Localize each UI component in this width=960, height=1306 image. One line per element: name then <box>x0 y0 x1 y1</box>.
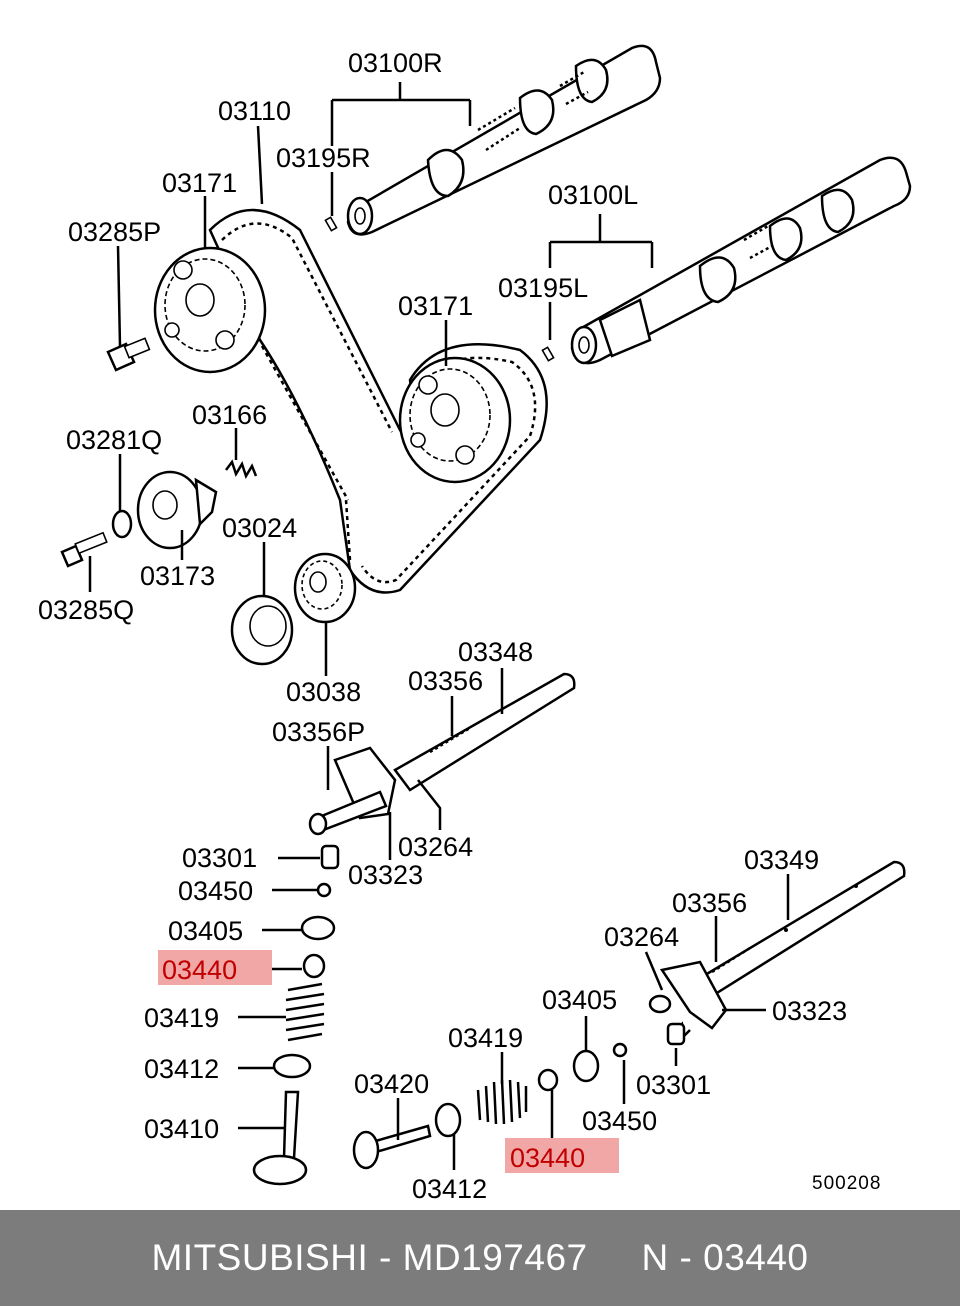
footer-bar: MITSUBISHI - MD197467 N - 03440 <box>0 1210 960 1306</box>
label-03405-left: 03405 <box>168 916 243 946</box>
label-03171-upper: 03171 <box>162 168 237 198</box>
label-03410: 03410 <box>144 1114 219 1144</box>
label-03419-left: 03419 <box>144 1003 219 1033</box>
label-03412-right: 03412 <box>412 1174 487 1204</box>
label-03264-left: 03264 <box>398 832 473 862</box>
tensioner-spring <box>225 459 258 479</box>
label-03323-left: 03323 <box>348 860 423 890</box>
diagram-code: 500208 <box>812 1173 881 1194</box>
label-03110: 03110 <box>218 96 291 126</box>
label-03349: 03349 <box>744 845 819 875</box>
cam-sprocket-lower <box>398 356 512 484</box>
valve-spring-03419-left <box>285 982 325 1042</box>
cam-sprocket-upper <box>153 246 267 374</box>
label-03450-right: 03450 <box>582 1106 657 1136</box>
label-03024: 03024 <box>222 513 297 543</box>
valve-03410 <box>252 1090 308 1186</box>
label-03440-right: 03440 <box>510 1143 585 1173</box>
camshaft-left <box>541 156 912 365</box>
rocker-arm-03356P <box>308 746 397 836</box>
label-03301-left: 03301 <box>182 843 257 873</box>
label-03450-left: 03450 <box>178 876 253 906</box>
highlight-box-03440-right <box>505 1138 619 1173</box>
valve-stem-seal-03440-left <box>302 953 326 979</box>
dowel-pin-right <box>324 216 338 232</box>
rocker-shaft-03348 <box>393 672 576 792</box>
rocker-shaft-03349 <box>677 860 906 1008</box>
spring-retainer-03405-right <box>572 1049 600 1083</box>
retainer-lock-03450-left <box>316 882 332 898</box>
label-03356-lower: 03356 <box>672 888 747 918</box>
label-03420: 03420 <box>354 1069 429 1099</box>
label-03323-right: 03323 <box>772 996 847 1026</box>
highlight-box-03440-left <box>158 950 272 985</box>
label-03301-right: 03301 <box>636 1070 711 1100</box>
label-03195R: 03195R <box>276 143 371 173</box>
label-03038: 03038 <box>286 677 361 707</box>
label-03281Q: 03281Q <box>66 425 162 455</box>
retainer-lock-03450-right <box>612 1042 628 1058</box>
leader-lines <box>88 82 790 1170</box>
label-03356P: 03356P <box>272 717 365 747</box>
label-03100L: 03100L <box>548 180 638 210</box>
label-03419-right: 03419 <box>448 1023 523 1053</box>
label-03348: 03348 <box>458 637 533 667</box>
valve-stem-seal-03440-right <box>537 1068 559 1092</box>
label-03405-right: 03405 <box>542 985 617 1015</box>
tensioner-pulley <box>136 470 218 550</box>
lash-adjuster-03301-left <box>320 844 340 870</box>
spring-seat-03412-left <box>272 1053 312 1079</box>
dowel-pin-left <box>541 346 555 362</box>
label-03285P: 03285P <box>68 217 161 247</box>
valve-03420 <box>352 1124 432 1170</box>
washer-03281Q <box>111 509 133 539</box>
crank-sprocket <box>293 552 357 624</box>
timing-belt <box>208 208 548 594</box>
label-03171-lower: 03171 <box>398 291 473 321</box>
footer-part-text: MITSUBISHI - MD197467 N - 03440 <box>151 1237 809 1278</box>
label-03440-left: 03440 <box>162 955 237 985</box>
spring-seat-03412-right <box>434 1102 462 1138</box>
belt-cover-03024 <box>230 594 294 666</box>
label-03264-right: 03264 <box>604 922 679 952</box>
label-03412-left: 03412 <box>144 1054 219 1084</box>
valve-spring-03419-right <box>476 1079 528 1125</box>
camshaft-right <box>324 44 662 236</box>
label-03173: 03173 <box>140 561 215 591</box>
label-03285Q: 03285Q <box>38 595 134 625</box>
label-03356-upper: 03356 <box>408 666 483 696</box>
lash-adjuster-03301-right <box>666 1022 686 1046</box>
label-03166: 03166 <box>192 400 267 430</box>
bolt-03285Q <box>60 531 108 568</box>
spring-retainer-03405-left <box>300 915 336 941</box>
label-03100R: 03100R <box>348 48 443 78</box>
bolt-03285P <box>106 337 151 372</box>
exploded-parts-diagram: 03100R 03110 03195R 03171 03285P 03100L … <box>38 44 912 1204</box>
label-03195L: 03195L <box>498 273 588 303</box>
